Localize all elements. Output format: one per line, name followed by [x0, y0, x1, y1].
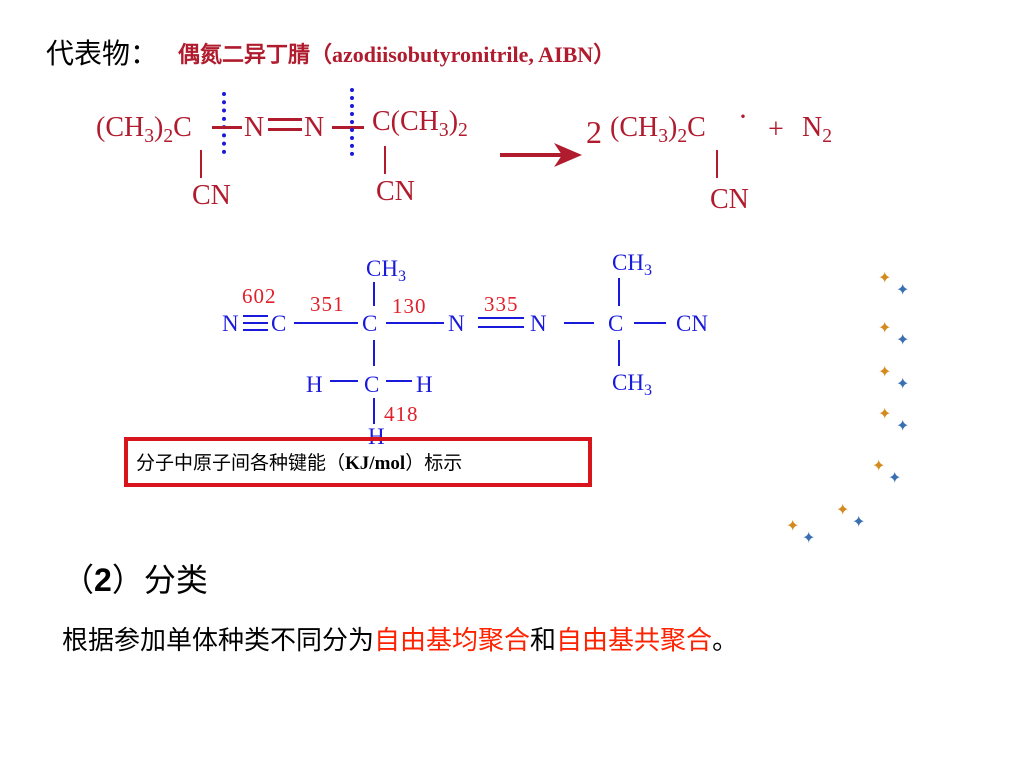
group-ch3-top-central: CH3: [366, 256, 406, 285]
atom-n-nitrile: N: [222, 311, 239, 336]
sparkle-icon: ✦: [786, 516, 800, 535]
caption-box: [124, 437, 592, 487]
atom-h-bottom: H: [368, 424, 385, 449]
plus-sign: +: [768, 114, 784, 145]
bond-c-c: [294, 322, 358, 324]
energy-label-c-c: 351: [310, 292, 345, 316]
vbond-product: [716, 150, 718, 178]
atom-c-central: C: [362, 311, 378, 336]
energy-label-c-h: 418: [384, 402, 419, 426]
product-cn: CN: [710, 184, 749, 215]
reactant-right-group: C(CH3)2: [372, 106, 468, 141]
aibn-name-latin: azodiisobutyronitrile, AIBN: [332, 42, 594, 67]
bond-c-ch2: [373, 340, 375, 366]
atom-c-right: C: [608, 311, 624, 336]
sparkle-icon: ✦: [888, 468, 902, 487]
cleavage-mark-left: [222, 92, 226, 154]
bond-c-h-right: [386, 380, 412, 382]
product-coefficient: 2: [586, 114, 602, 150]
reactant-left-group: (CH3)2C: [96, 112, 192, 147]
triple-bond-1: [243, 315, 268, 317]
reactant-n1: N: [244, 112, 265, 143]
bond-c-n-left: [212, 126, 242, 129]
energy-label-c-n: 130: [392, 294, 427, 318]
energy-label-n-n: 335: [484, 292, 519, 316]
sparkle-icon: ✦: [836, 500, 850, 519]
bond-n-c-right: [564, 322, 594, 324]
atom-n1: N: [448, 311, 465, 336]
bond-ch3-c-central: [373, 282, 375, 306]
atom-c-nitrile: C: [271, 311, 287, 336]
term-homopolymerization: 自由基均聚合: [374, 626, 531, 656]
triple-bond-2: [243, 322, 268, 324]
bond-n-c-right: [332, 126, 364, 129]
sparkle-icon: ✦: [896, 330, 910, 349]
bond-c-cn: [634, 322, 666, 324]
nn-double-bond-2: [478, 326, 524, 328]
sparkle-icon: ✦: [878, 318, 892, 337]
nn-double-bond-1: [478, 317, 524, 319]
group-ch3-top-right: CH3: [612, 250, 652, 279]
sparkle-icon: ✦: [896, 280, 910, 299]
aibn-name-close: ）: [593, 42, 616, 68]
bond-h-c-left: [330, 380, 358, 382]
product-n2: N2: [802, 112, 833, 147]
caption-text: 分子中原子间各种键能（KJ/mol）标示: [136, 452, 463, 474]
energy-label-cn-triple: 602: [242, 284, 277, 308]
atom-h-right: H: [416, 372, 433, 397]
bond-c-n: [386, 322, 444, 324]
sparkle-icon: ✦: [878, 362, 892, 381]
reaction-arrow: [500, 143, 582, 167]
section-heading: （2）分类: [62, 561, 208, 599]
double-bond-bottom: [268, 128, 302, 131]
classification-text: 根据参加单体种类不同分为自由基均聚合和自由基共聚合。: [62, 626, 739, 656]
sparkle-icon: ✦: [878, 404, 892, 423]
double-bond-top: [268, 118, 302, 121]
triple-bond-3: [243, 329, 268, 331]
vbond-right: [384, 146, 386, 174]
cleavage-mark-right: [350, 88, 354, 156]
sparkle-icon: ✦: [896, 374, 910, 393]
sparkle-icon: ✦: [896, 416, 910, 435]
bond-c-h-bottom: [373, 398, 375, 424]
term-copolymerization: 自由基共聚合: [556, 626, 713, 656]
aibn-name: 偶氮二异丁腈（azodiisobutyronitrile, AIBN）: [178, 37, 615, 69]
sparkle-icon: ✦: [852, 512, 866, 531]
radical-dot: ·: [738, 100, 748, 133]
atom-n2: N: [530, 311, 547, 336]
bond-c-ch3-right-bottom: [618, 340, 620, 366]
sparkle-icon: ✦: [878, 268, 892, 287]
sparkle-icon: ✦: [872, 456, 886, 475]
atom-h-left: H: [306, 372, 323, 397]
atom-c-methylene: C: [364, 372, 380, 397]
intro-label: 代表物：: [46, 37, 159, 70]
product-radical-group: (CH3)2C: [610, 112, 706, 147]
aibn-name-cn: 偶氮二异丁腈（: [178, 42, 333, 68]
reactant-n2: N: [304, 112, 325, 143]
group-cn-right: CN: [676, 311, 708, 336]
vbond-left: [200, 150, 202, 178]
sparkle-icon: ✦: [802, 528, 816, 547]
group-ch3-bottom-right: CH3: [612, 370, 652, 399]
reactant-cn-right: CN: [376, 176, 415, 207]
reactant-cn-left: CN: [192, 180, 231, 211]
bond-ch3-c-right-top: [618, 278, 620, 306]
